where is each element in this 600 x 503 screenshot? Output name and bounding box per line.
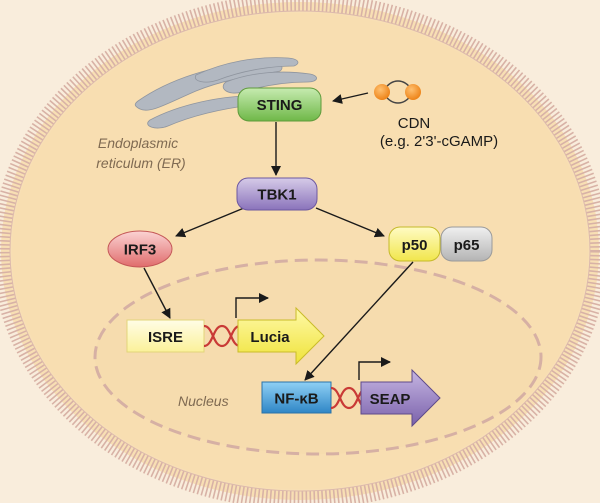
pathway-arrows	[143, 92, 414, 381]
er-label-line-1: Endoplasmic	[98, 135, 178, 151]
tbk1-node: TBK1	[236, 177, 318, 211]
p65-label: p65	[454, 237, 480, 254]
sting-node: STING	[237, 87, 322, 122]
arrow-tbk1-to-p50	[315, 207, 385, 238]
arrow-cdn-to-sting	[332, 92, 369, 104]
lucia-label: Lucia	[250, 329, 290, 346]
isre-label: ISRE	[148, 329, 183, 346]
dna-helix-icon	[203, 324, 241, 348]
tbk1-label: TBK1	[257, 187, 296, 204]
er-label-line-2: reticulum (ER)	[96, 155, 185, 171]
arrow-p50-to-nfkb	[304, 261, 414, 381]
cell-membrane-inner-line	[9, 10, 591, 492]
cdn-molecule-icon	[374, 80, 421, 104]
endoplasmic-reticulum	[134, 57, 317, 129]
p50-node: p50	[388, 226, 441, 262]
nfkb-promoter: NF-κB	[261, 381, 332, 414]
seap-label: SEAP	[370, 391, 411, 408]
nfkb-label: NF-κB	[274, 391, 318, 408]
p65-node: p65	[440, 226, 493, 262]
promoter-arrow-seap	[358, 357, 391, 380]
irf3-label: IRF3	[124, 242, 157, 259]
cdn-example-label: (e.g. 2'3'-cGAMP)	[380, 133, 498, 150]
arrow-irf3-to-isre	[143, 267, 171, 319]
promoter-arrow-lucia	[235, 293, 269, 318]
p50-label: p50	[402, 237, 428, 254]
cdn-label: CDN	[398, 115, 431, 132]
arrow-tbk1-to-irf3	[175, 207, 245, 238]
sting-label: STING	[257, 97, 303, 114]
lucia-reporter-gene: Lucia	[237, 306, 325, 366]
nucleus	[93, 258, 543, 456]
nucleus-label: Nucleus	[178, 393, 229, 409]
seap-reporter-gene: SEAP	[360, 368, 441, 428]
isre-promoter: ISRE	[126, 319, 205, 353]
irf3-node: IRF3	[107, 230, 173, 268]
